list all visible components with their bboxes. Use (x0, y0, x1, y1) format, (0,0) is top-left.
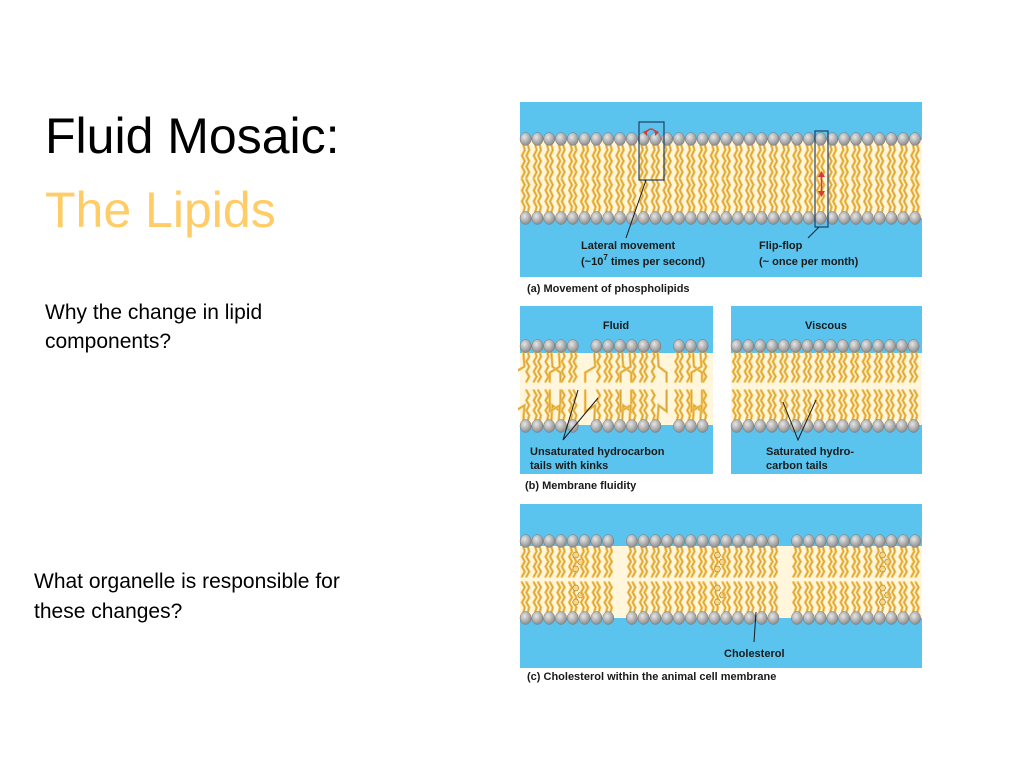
lateral-movement-box (638, 121, 665, 181)
flip-flop-label-line-1: Flip-flop (759, 240, 803, 252)
sat-label-line-1: Saturated hydro- (766, 446, 854, 458)
bilayer-fluid (518, 339, 713, 433)
unsat-leader-line (562, 389, 599, 441)
panel-c-cholesterol: Cholesterol (c) Cholesterol within the a… (519, 504, 922, 683)
panel-c-caption: (c) Cholesterol within the animal cell m… (527, 671, 776, 683)
unsat-label-line-1: Unsaturated hydrocarbon (530, 446, 665, 458)
bilayer-a (519, 132, 922, 225)
lateral-label-line-2: (~107 times per second) (581, 253, 705, 268)
flip-flop-arrowhead-down (818, 191, 825, 197)
panel-b-caption: (b) Membrane fluidity (525, 480, 637, 492)
question-lipid-components: Why the change in lipid components? (45, 301, 263, 353)
fluid-label: Fluid (603, 320, 629, 332)
slide-title: Fluid Mosaic: (45, 108, 340, 164)
panel-b-membrane-fluidity: Fluid Viscous Unsaturated hydrocarbon ta… (518, 306, 922, 492)
lateral-arrowhead-right (655, 130, 659, 136)
unsat-label-line-2: tails with kinks (530, 460, 608, 472)
slide-subtitle: The Lipids (45, 182, 276, 238)
lateral-label-line-1: Lateral movement (581, 240, 675, 252)
cholesterol-label: Cholesterol (724, 648, 785, 660)
cholesterol-leader-line (753, 611, 757, 643)
bilayer-c (519, 534, 922, 625)
bilayer-viscous (730, 339, 922, 433)
membrane-figure: Lateral movement (~107 times per second)… (518, 100, 924, 692)
lateral-arrowhead-left (643, 130, 647, 136)
viscous-label: Viscous (805, 320, 847, 332)
flip-flop-arrowhead-up (818, 171, 825, 177)
sat-label-line-2: carbon tails (766, 460, 828, 472)
membrane-figure-svg: Lateral movement (~107 times per second)… (518, 102, 922, 683)
flip-flop-box (814, 130, 829, 228)
flip-flop-leader-line (807, 226, 820, 239)
question-organelle: What organelle is responsible for these … (34, 570, 340, 623)
panel-a-phospholipid-movement: Lateral movement (~107 times per second)… (519, 102, 922, 295)
sat-leader-line (782, 399, 817, 442)
lateral-leader-line (625, 179, 647, 239)
flip-flop-label-line-2: (~ once per month) (759, 256, 859, 268)
panel-a-caption: (a) Movement of phospholipids (527, 283, 690, 295)
